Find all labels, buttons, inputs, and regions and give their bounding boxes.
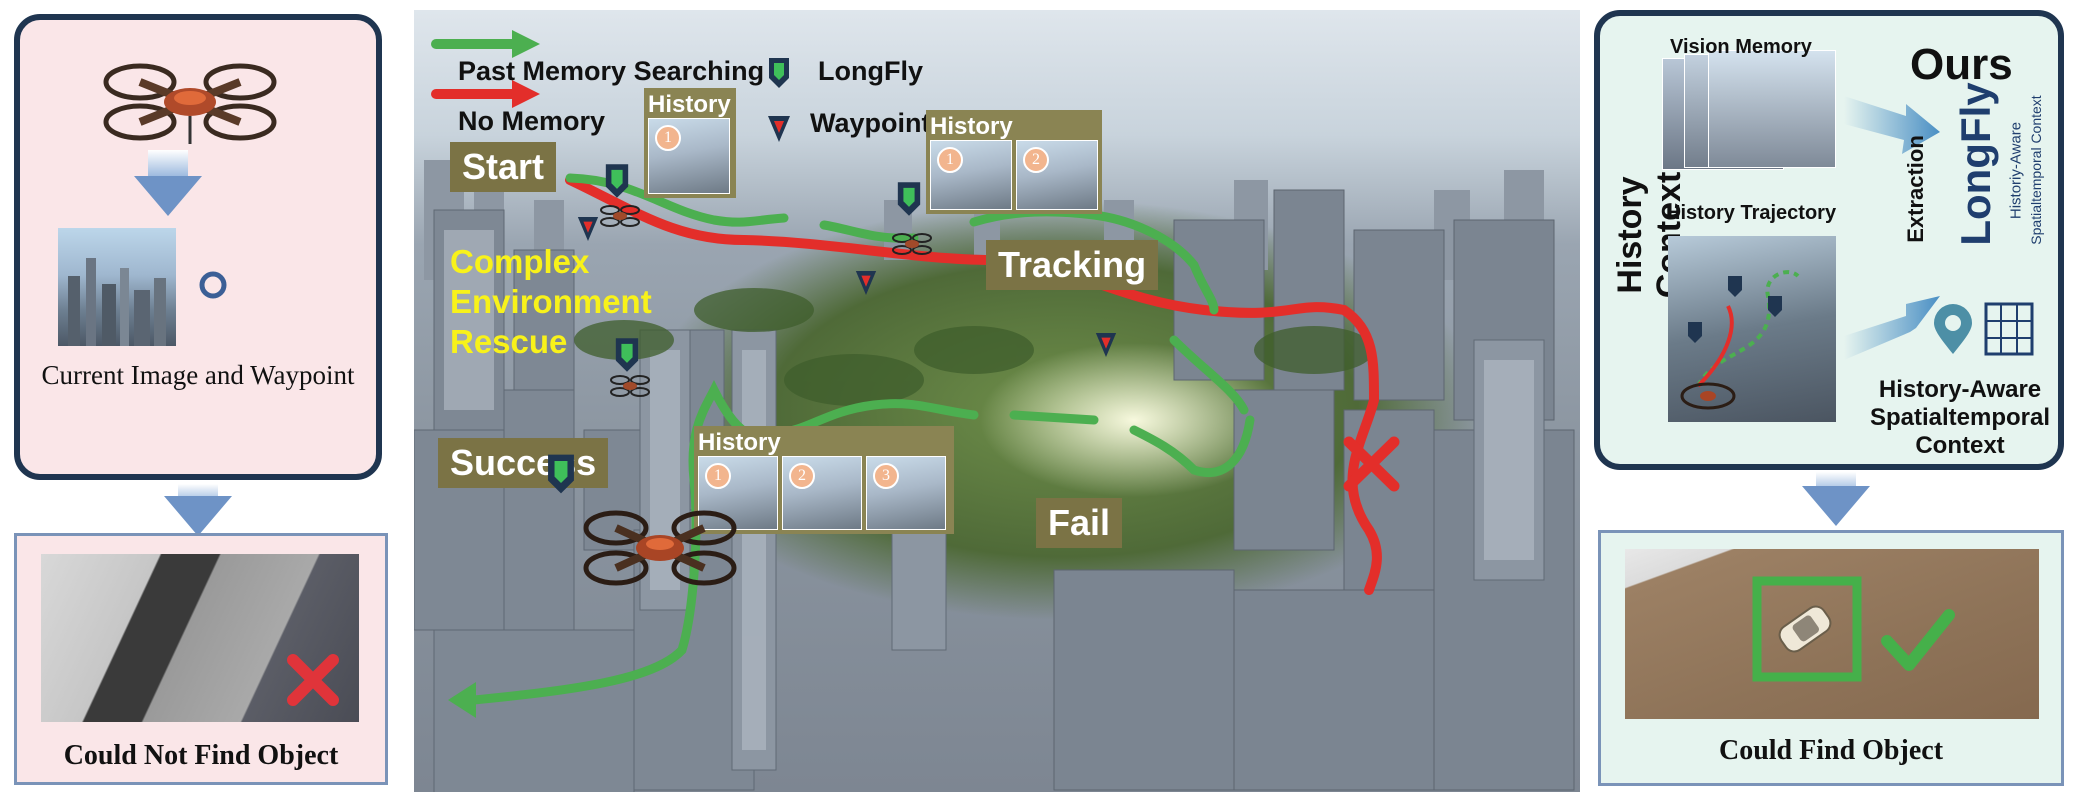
left-waypoint-panel: Current Image and Waypoint — [14, 14, 382, 480]
vision-memory-label: Vision Memory — [1670, 36, 1812, 58]
longfly-brand: LongFly — [1952, 82, 1999, 246]
history-frame-number: 2 — [1023, 147, 1049, 173]
cross-icon — [287, 654, 339, 706]
history-box-3: History 1 2 3 — [694, 426, 954, 534]
history-frame: 1 — [648, 118, 730, 194]
longfly-sub-2: Spatialtemporal Context — [2028, 95, 2044, 245]
scenario-line-2: Environment — [450, 283, 652, 320]
longfly-marker-icon — [769, 58, 789, 88]
legend-red-arrow-icon — [512, 80, 540, 108]
ours-label: Ours — [1910, 40, 2013, 89]
extraction-arrows — [1844, 96, 1940, 360]
bottom-label-2: Spatialtemporal — [1869, 404, 2051, 431]
extraction-label: Extraction — [1903, 135, 1928, 243]
history-frame-number: 3 — [873, 463, 899, 489]
label-success: Success — [438, 438, 609, 488]
waypoint-triangle-icon — [768, 116, 790, 142]
history-title: History — [648, 91, 731, 118]
waypoint-triangle-icon — [577, 217, 599, 241]
label-fail: Fail — [1036, 498, 1123, 548]
label-tracking: Tracking — [986, 240, 1159, 290]
down-arrow-stem — [148, 150, 188, 180]
left-connector-arrow-icon — [164, 496, 232, 536]
green-path-past-memory — [469, 173, 1255, 705]
left-result-panel: Could Not Find Object — [14, 533, 388, 785]
drone-icon — [583, 510, 737, 586]
longfly-marker-icon — [897, 182, 921, 216]
history-frame: 1 — [930, 140, 1012, 210]
down-arrow-icon — [134, 176, 202, 216]
history-trajectory-image — [1668, 236, 1836, 422]
right-result-panel: Could Find Object — [1598, 530, 2064, 786]
history-box-1: History 1 — [644, 88, 736, 198]
waypoint-triangle-icon — [855, 271, 877, 295]
current-view-image — [58, 228, 176, 346]
waypoint-triangle-icon — [1095, 333, 1117, 357]
green-path-arrowhead — [448, 682, 476, 718]
city-background — [414, 30, 1575, 792]
current-image-caption: Current Image and Waypoint — [41, 360, 355, 390]
drone-icon — [610, 375, 650, 397]
drone-icon — [600, 205, 640, 227]
label-start: Start — [450, 142, 557, 192]
waypoint-circle-icon — [199, 271, 227, 299]
right-result-caption: Could Find Object — [1718, 735, 1944, 766]
drone-icon — [892, 233, 932, 255]
history-frame-number: 1 — [655, 125, 681, 151]
history-trajectory-label: History Trajectory — [1666, 202, 1837, 224]
history-frame: 2 — [1016, 140, 1098, 210]
legend-green-arrow-icon — [512, 30, 540, 58]
cross-icon — [1343, 436, 1400, 492]
vision-memory-stack — [1662, 50, 1838, 178]
bottom-label-3: Context — [1915, 432, 2005, 459]
longfly-marker-icon — [1688, 322, 1702, 343]
history-title: History — [930, 113, 1013, 140]
legend-no-memory: No Memory — [458, 106, 606, 136]
bottom-label-1: History-Aware — [1878, 376, 2042, 403]
ours-panel: History Context Vision Memory Ours Histo… — [1594, 10, 2064, 470]
scenario-line-3: Rescue — [450, 323, 568, 360]
history-frame-number: 1 — [705, 463, 731, 489]
history-box-2: History 1 2 — [926, 110, 1102, 214]
city-scene-panel: Past Memory Searching No Memory LongFly … — [414, 10, 1580, 792]
history-frame: 2 — [782, 456, 862, 530]
scenario-line-1: Complex — [450, 243, 590, 280]
left-result-caption: Could Not Find Object — [63, 740, 339, 771]
longfly-marker-icon — [605, 164, 629, 198]
legend-past-memory: Past Memory Searching — [458, 56, 765, 86]
longfly-marker-icon — [1728, 276, 1742, 297]
target-box — [1752, 576, 1862, 682]
longfly-sub-1: Historiy-Aware — [2007, 121, 2025, 220]
longfly-marker-icon — [615, 338, 639, 372]
right-connector-arrow-icon — [1802, 486, 1870, 526]
drone-icon — [103, 63, 277, 144]
history-frame-number: 2 — [789, 463, 815, 489]
legend-longfly: LongFly — [818, 56, 923, 86]
longfly-marker-icon — [1768, 296, 1782, 317]
left-result-image — [41, 554, 359, 722]
history-frame: 3 — [866, 456, 946, 530]
location-pin-icon — [1934, 304, 1972, 354]
history-frame-number: 1 — [937, 147, 963, 173]
history-title: History — [698, 429, 781, 456]
right-result-image — [1625, 549, 2039, 719]
history-frame: 1 — [698, 456, 778, 530]
grid-icon — [1984, 302, 2034, 356]
longfly-marker-icon — [548, 454, 574, 494]
check-icon — [1881, 609, 1955, 671]
